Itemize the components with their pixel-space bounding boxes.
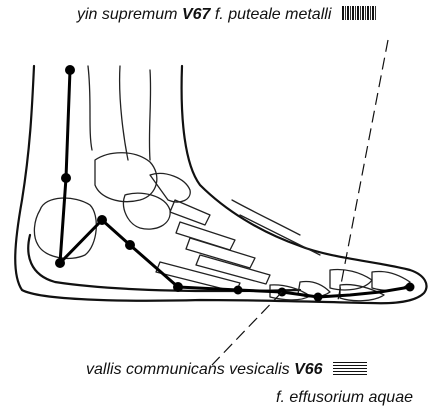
foot-bones (34, 153, 410, 301)
acupoint-marker (65, 65, 75, 75)
label-v67: yin supremum V67 f. puteale metalli (77, 6, 376, 23)
acupoint-marker-v67 (406, 283, 415, 292)
acupoint-marker (314, 293, 323, 302)
water-wave-icon (333, 361, 367, 375)
acupoint-marker (97, 215, 107, 225)
label-v66: vallis communicans vesicalis V66 (86, 361, 367, 378)
acupoint-marker (55, 258, 65, 268)
leader-line-v66 (212, 292, 282, 365)
metal-hatch-icon (342, 6, 376, 20)
foot-outline (15, 66, 426, 303)
point-element: f. puteale metalli (215, 6, 332, 23)
point-code: V66 (294, 361, 322, 378)
point-name: yin supremum (77, 6, 177, 23)
acupoint-marker (125, 240, 135, 250)
point-code: V67 (182, 6, 210, 23)
label-v66-element: f. effusorium aquae (276, 390, 413, 406)
point-element: f. effusorium aquae (276, 389, 413, 406)
point-name: vallis communicans vesicalis (86, 361, 290, 378)
acupoint-marker (61, 173, 71, 183)
acupoint-marker (173, 282, 183, 292)
acupoint-marker (234, 286, 243, 295)
